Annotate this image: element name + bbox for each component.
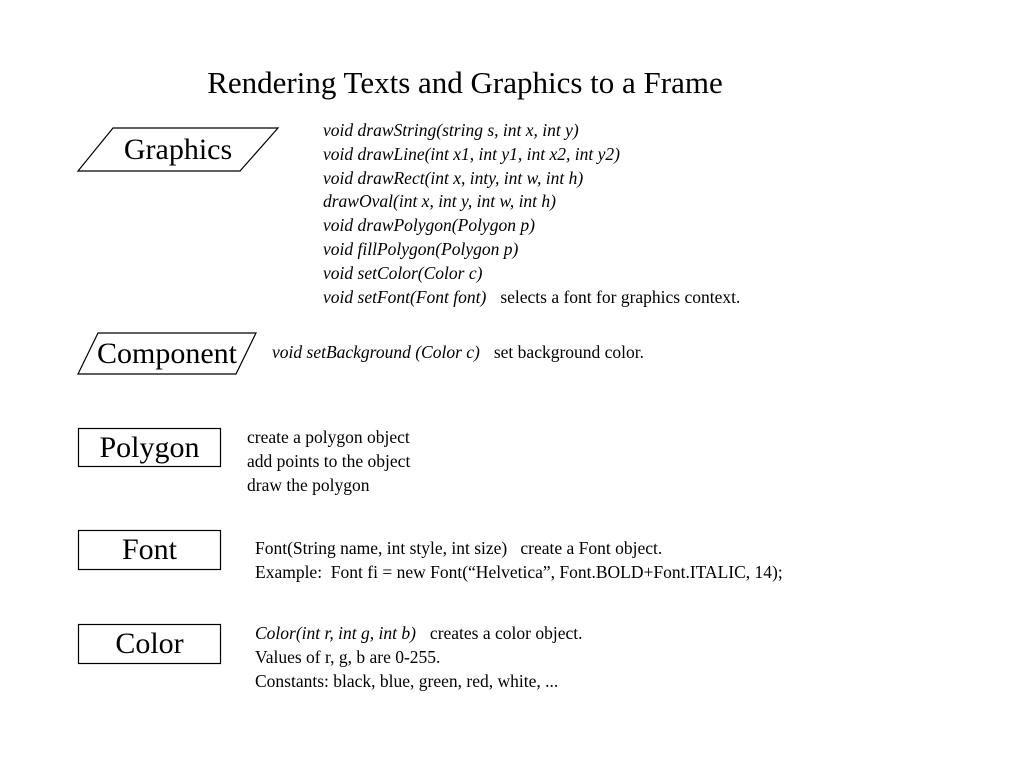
method-line: void setColor(Color c)	[323, 262, 740, 286]
method-signature: void drawLine(int x1, int y1, int x2, in…	[323, 143, 620, 164]
polygon-box	[77, 427, 222, 468]
method-signature: void drawString(string s, int x, int y)	[323, 120, 579, 140]
method-line: void drawLine(int x1, int y1, int x2, in…	[323, 143, 740, 167]
note-line: Values of r, g, b are 0-255.	[255, 646, 441, 667]
slide-title: Rendering Texts and Graphics to a Frame	[207, 65, 723, 100]
note-line: Example: Font fi = new Font(“Helvetica”,…	[255, 561, 783, 582]
component-methods: void setBackground (Color c) set backgrou…	[272, 341, 644, 365]
method-signature: drawOval(int x, int y, int w, int h)	[323, 191, 556, 212]
color-label: Color	[115, 627, 184, 660]
method-line: drawOval(int x, int y, int w, int h)	[323, 190, 740, 214]
method-signature: void setFont(Font font)	[323, 286, 487, 307]
method-line: void drawPolygon(Polygon p)	[323, 214, 740, 238]
method-line: void drawString(string s, int x, int y)	[323, 119, 740, 143]
method-signature: void setColor(Color c)	[323, 262, 483, 283]
font-notes: Font(String name, int style, int size) c…	[255, 537, 783, 585]
component-label: Component	[97, 336, 237, 370]
note-line: draw the polygon	[247, 474, 370, 495]
note-line: Color(int r, int g, int b) creates a colo…	[255, 622, 582, 646]
note-line: Constants: black, blue, green, red, whit…	[255, 670, 559, 691]
font-box	[77, 529, 222, 571]
method-line: void fillPolygon(Polygon p)	[323, 238, 740, 262]
method-line: void drawRect(int x, inty, int w, int h)	[323, 167, 740, 191]
method-line: void setBackground (Color c) set backgrou…	[272, 341, 644, 365]
polygon-notes: create a polygon object add points to th…	[247, 426, 410, 497]
note-line: create a polygon object	[247, 427, 410, 447]
method-signature: Color(int r, int g, int b)	[255, 623, 416, 643]
graphics-parallelogram	[76, 127, 280, 172]
note-line: add points to the object	[247, 450, 411, 471]
method-signature: void fillPolygon(Polygon p)	[323, 238, 519, 259]
note-line: Font(String name, int style, int size) c…	[255, 538, 663, 558]
color-box	[77, 623, 222, 665]
color-notes: Color(int r, int g, int b) creates a colo…	[255, 622, 582, 693]
font-label: Font	[121, 533, 178, 566]
method-signature: void setBackground (Color c)	[272, 342, 480, 362]
method-description: set background color.	[493, 342, 645, 362]
graphics-methods: void drawString(string s, int x, int y) …	[323, 119, 740, 309]
graphics-label: Graphics	[123, 132, 233, 166]
method-signature: void drawRect(int x, inty, int w, int h)	[323, 167, 584, 188]
polygon-label: Polygon	[99, 430, 200, 464]
method-description: creates a color object.	[429, 623, 583, 643]
component-parallelogram	[77, 332, 257, 375]
method-description: selects a font for graphics context.	[500, 286, 741, 307]
method-signature: void drawPolygon(Polygon p)	[323, 215, 535, 236]
method-line: void setFont(Font font) selects a font fo…	[323, 286, 740, 310]
